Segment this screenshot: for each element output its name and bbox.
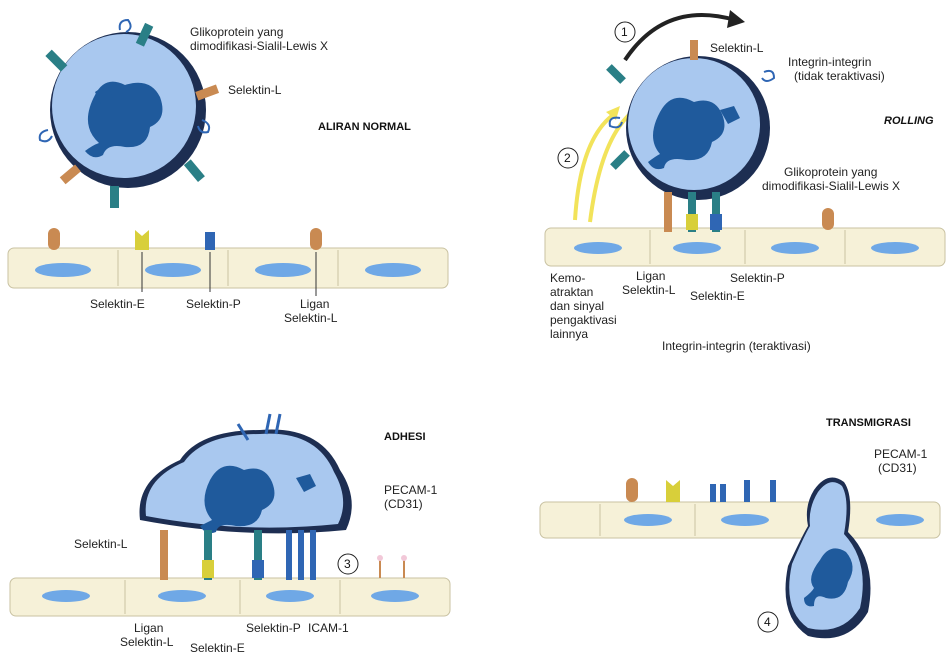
- leukocyte-adhesion: [140, 414, 352, 533]
- endothelium-adhesion: [10, 578, 450, 616]
- rolling-arrow-head: [727, 10, 745, 28]
- ligand-rolling-line2: Selektin-L: [622, 283, 676, 297]
- selectin-l-label-adhesion: Selektin-L: [74, 537, 128, 551]
- selectin-l-label-rolling: Selektin-L: [710, 41, 764, 55]
- panel-normal-flow: Glikoprotein yang dimodifikasi-Sialil-Le…: [8, 20, 448, 325]
- selectin-p-label-adhesion: Selektin-P: [246, 621, 301, 635]
- chemo-line4: pengaktivasi: [550, 313, 617, 327]
- ligand-bond-rolling: [664, 192, 672, 232]
- heading-normal-flow: ALIRAN NORMAL: [318, 121, 411, 133]
- endothelium-transmigration: [540, 502, 940, 538]
- ligand-label-line1: Ligan: [300, 297, 329, 311]
- glycoprotein-rolling-line1: Glikoprotein yang: [784, 165, 877, 179]
- ligand-selectin-l-marker: [48, 228, 60, 250]
- step-3-label: 3: [344, 557, 351, 571]
- pecam-line2-adhesion: (CD31): [384, 497, 423, 511]
- ligand-label-line2: Selektin-L: [284, 311, 338, 325]
- integrin-active-label: Integrin-integrin (teraktivasi): [662, 339, 811, 353]
- glycoprotein-label-line2: dimodifikasi-Sialil-Lewis X: [190, 39, 328, 53]
- panel-rolling: Selektin-L Integrin-integrin (tidak tera…: [545, 10, 945, 353]
- glycoprotein-rolling-line2: dimodifikasi-Sialil-Lewis X: [762, 179, 900, 193]
- pecam-line2-transmigration: (CD31): [878, 461, 917, 475]
- ligand-selectin-l-marker-2: [310, 228, 322, 250]
- selectin-p-marker: [205, 232, 215, 250]
- chemo-line3: dan sinyal: [550, 299, 604, 313]
- integrin-inactive-line2: (tidak teraktivasi): [794, 69, 885, 83]
- integrin-inactive-line1: Integrin-integrin: [788, 55, 871, 69]
- selectin-e-bond-rolling: [686, 214, 698, 230]
- heading-rolling: ROLLING: [884, 115, 934, 127]
- selectin-l-label: Selektin-L: [228, 83, 282, 97]
- chemo-line5: lainnya: [550, 327, 588, 341]
- chemo-line2: atraktan: [550, 285, 593, 299]
- panel-adhesion: ADHESI PECAM-1 (CD31) Selektin-L 3 Ligan…: [10, 414, 450, 655]
- selectin-p-label: Selektin-P: [186, 297, 241, 311]
- panel-transmigration: TRANSMIGRASI PECAM-1 (CD31) 4: [540, 417, 940, 638]
- ligand-adhesion-line2: Selektin-L: [120, 635, 174, 649]
- selectin-e-label: Selektin-E: [90, 297, 145, 311]
- selectin-p-bond-rolling: [710, 214, 722, 230]
- endothelium-rolling: [545, 228, 945, 266]
- selectin-e-marker: [135, 230, 149, 250]
- selectin-p-label-rolling: Selektin-P: [730, 271, 785, 285]
- step-1-label: 1: [621, 25, 628, 39]
- heading-adhesion: ADHESI: [384, 431, 426, 443]
- endothelium-normal: [8, 248, 448, 288]
- selectin-e-label-adhesion: Selektin-E: [190, 641, 245, 655]
- pecam-line1-transmigration: PECAM-1: [874, 447, 928, 461]
- leukocyte-rolling: [606, 40, 774, 200]
- heading-transmigration: TRANSMIGRASI: [826, 417, 911, 429]
- icam-label: ICAM-1: [308, 621, 349, 635]
- ligand-rolling-line1: Ligan: [636, 269, 665, 283]
- step-2-label: 2: [564, 151, 571, 165]
- glycoprotein-label-line1: Glikoprotein yang: [190, 25, 283, 39]
- selectin-e-label-rolling: Selektin-E: [690, 289, 745, 303]
- chemo-line1: Kemo-: [550, 271, 585, 285]
- pecam-line1-adhesion: PECAM-1: [384, 483, 438, 497]
- step-4-label: 4: [764, 615, 771, 629]
- ligand-adhesion-line1: Ligan: [134, 621, 163, 635]
